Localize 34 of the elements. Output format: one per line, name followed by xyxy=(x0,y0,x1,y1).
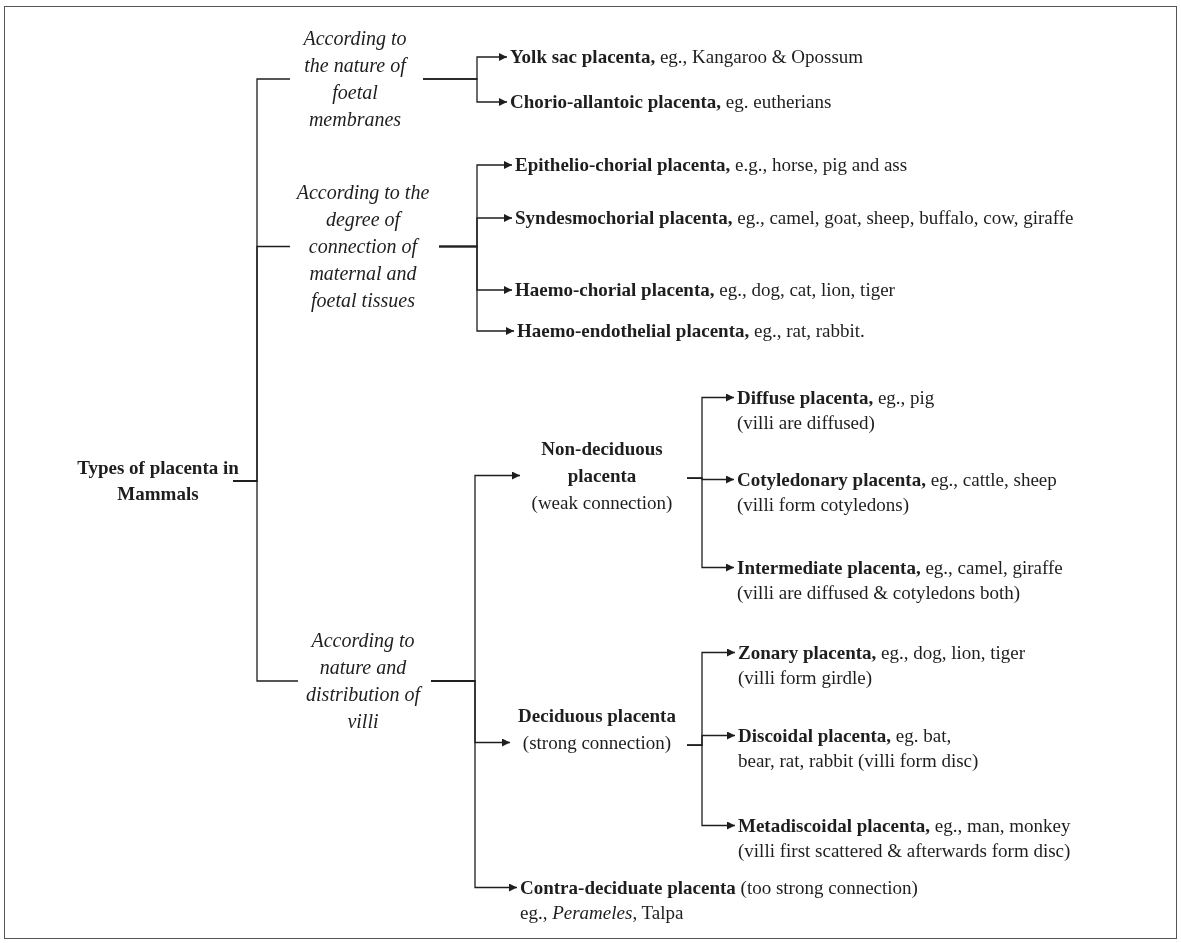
example-note: (villi first scattered & afterwards form disc) xyxy=(738,839,1071,863)
placenta-type-text: Haemo-chorial placenta, eg., dog, cat, lion, tiger xyxy=(515,278,895,302)
placenta-type-text: Syndesmochorial placenta, eg., camel, goat, sheep, buffalo, cow, giraffe xyxy=(515,206,1075,230)
arrow xyxy=(430,680,518,892)
placenta-type-text: Yolk sac placenta, eg., Kangaroo & Opossum xyxy=(510,45,864,69)
example-note: (villi form girdle) xyxy=(738,666,874,690)
root-label: Types of placenta in Mammals xyxy=(77,456,239,506)
example-note: (villi are diffused & cotyledons both) xyxy=(737,581,1021,605)
category-note: (weak connection) xyxy=(530,491,674,515)
category-label: Deciduous placenta xyxy=(517,704,677,728)
placenta-type-text: Intermediate placenta, eg., camel, giraffe xyxy=(737,556,1063,580)
criterion-label: According to the nature of foetal membranes xyxy=(301,26,409,132)
arrow xyxy=(422,78,508,106)
placenta-type-text: Zonary placenta, eg., dog, lion, tiger xyxy=(738,641,1026,665)
placenta-type-text: Contra-deciduate placenta (too strong connection) xyxy=(520,876,918,900)
arrow xyxy=(438,245,515,335)
arrow xyxy=(686,744,736,830)
example-note: bear, rat, rabbit (villi form disc) xyxy=(738,749,979,773)
example-note: (villi are diffused) xyxy=(737,411,876,435)
example-note: (villi form cotyledons) xyxy=(737,493,911,517)
arrow xyxy=(686,477,735,572)
example-note: eg., Perameles, Talpa xyxy=(520,901,685,925)
placenta-type-text: Cotyledonary placenta, eg., cattle, sheep xyxy=(737,468,1057,492)
placenta-type-text: Metadiscoidal placenta, eg., man, monkey xyxy=(738,814,1071,838)
category-label: Non-deciduous placenta xyxy=(540,437,664,488)
placenta-type-text: Discoidal placenta, eg. bat, xyxy=(738,724,953,748)
category-note: (strong connection) xyxy=(521,731,673,755)
placenta-type-text: Haemo-endothelial placenta, eg., rat, rabbit. xyxy=(517,319,865,343)
criterion-label: According to nature and distribution of villi xyxy=(301,627,425,735)
placenta-type-text: Diffuse placenta, eg., pig xyxy=(737,386,935,410)
placenta-type-text: Epithelio-chorial placenta, e.g., horse, pig and ass xyxy=(515,153,908,177)
placenta-type-text: Chorio-allantoic placenta, eg. eutherians xyxy=(510,90,832,114)
criterion-label: According to the degree of connection of maternal and foetal tissues xyxy=(295,180,431,314)
connector-line xyxy=(232,480,299,682)
